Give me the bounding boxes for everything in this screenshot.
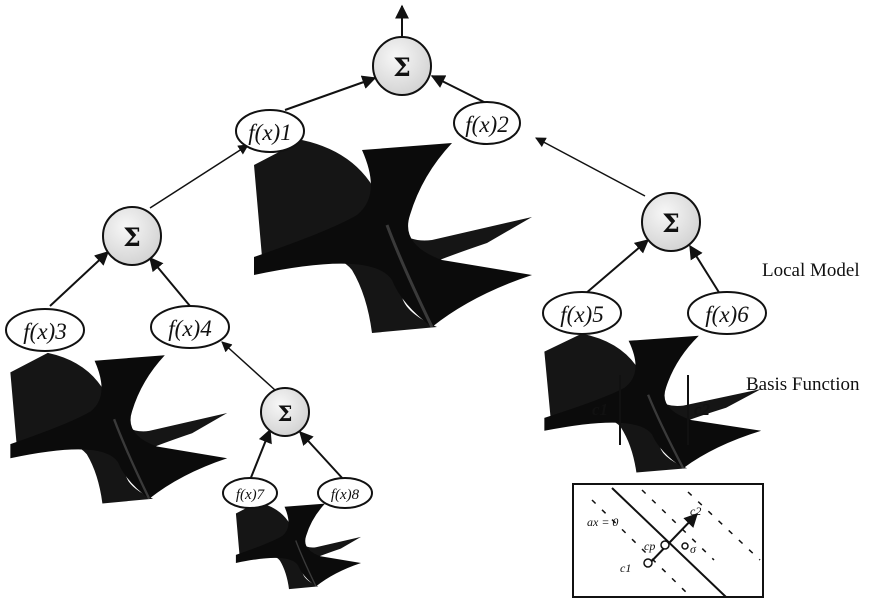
basis-surface-right bbox=[543, 332, 763, 474]
svg-text:f(x)1: f(x)1 bbox=[248, 120, 291, 145]
local-model-node-f5: f(x)5 bbox=[542, 291, 622, 335]
edge-sumright-f2 bbox=[535, 137, 646, 197]
svg-text:Σ: Σ bbox=[662, 209, 680, 238]
edge-f3-sumleft bbox=[49, 251, 110, 307]
svg-text:f(x)8: f(x)8 bbox=[331, 487, 360, 503]
local-model-node-f2: f(x)2 bbox=[453, 101, 521, 145]
svg-text:f(x)5: f(x)5 bbox=[560, 302, 603, 327]
sum-node-left: Σ bbox=[102, 206, 162, 266]
edge-f4-sumleft bbox=[149, 256, 191, 307]
local-model-node-f8: f(x)8 bbox=[317, 477, 373, 509]
basis-function-label: Basis Function bbox=[746, 374, 860, 395]
local-model-node-f1: f(x)1 bbox=[235, 109, 305, 153]
svg-text:f(x)3: f(x)3 bbox=[23, 319, 66, 344]
inset-equation: ax = 0 bbox=[587, 515, 618, 529]
inset-c2: c2 bbox=[690, 504, 701, 518]
local-model-node-f4: f(x)4 bbox=[150, 305, 230, 349]
c1-label: c1 bbox=[592, 400, 608, 419]
inset-cp: cp bbox=[644, 539, 655, 553]
edge-sumleft-f1 bbox=[149, 144, 249, 209]
svg-text:Σ: Σ bbox=[393, 53, 411, 82]
svg-text:f(x)7: f(x)7 bbox=[236, 487, 266, 503]
svg-text:f(x)6: f(x)6 bbox=[705, 302, 749, 327]
edges bbox=[49, 4, 721, 481]
local-model-node-f6: f(x)6 bbox=[687, 291, 767, 335]
sum-node-lower: Σ bbox=[260, 387, 310, 437]
basis-surface-left bbox=[9, 351, 229, 505]
edge-f6-sumright bbox=[689, 244, 721, 295]
svg-text:f(x)4: f(x)4 bbox=[168, 316, 211, 341]
local-model-node-f7: f(x)7 bbox=[222, 477, 278, 509]
edge-f5-sumright bbox=[584, 239, 650, 295]
local-model-label: Local Model bbox=[762, 260, 860, 281]
sum-node-right: Σ bbox=[641, 192, 701, 252]
edge-f1-root bbox=[284, 75, 377, 111]
inset-panel: ax = 0 c2 cp σ c1 bbox=[572, 483, 764, 598]
svg-text:Σ: Σ bbox=[123, 223, 141, 252]
edge-f7-sumlower bbox=[249, 428, 272, 481]
svg-text:Σ: Σ bbox=[278, 401, 293, 426]
basis-surface-center bbox=[252, 138, 534, 335]
edge-f2-root bbox=[430, 75, 489, 105]
basis-surface-bottom bbox=[235, 501, 362, 590]
local-model-node-f3: f(x)3 bbox=[5, 308, 85, 352]
inset-sigma: σ bbox=[690, 542, 697, 556]
edge-sumlower-f4 bbox=[221, 341, 276, 391]
c2-label: c2 bbox=[694, 400, 711, 419]
edge-f8-sumlower bbox=[299, 430, 345, 481]
svg-text:f(x)2: f(x)2 bbox=[465, 112, 508, 137]
inset-c1: c1 bbox=[620, 561, 631, 575]
sum-node-root: Σ bbox=[372, 36, 432, 96]
